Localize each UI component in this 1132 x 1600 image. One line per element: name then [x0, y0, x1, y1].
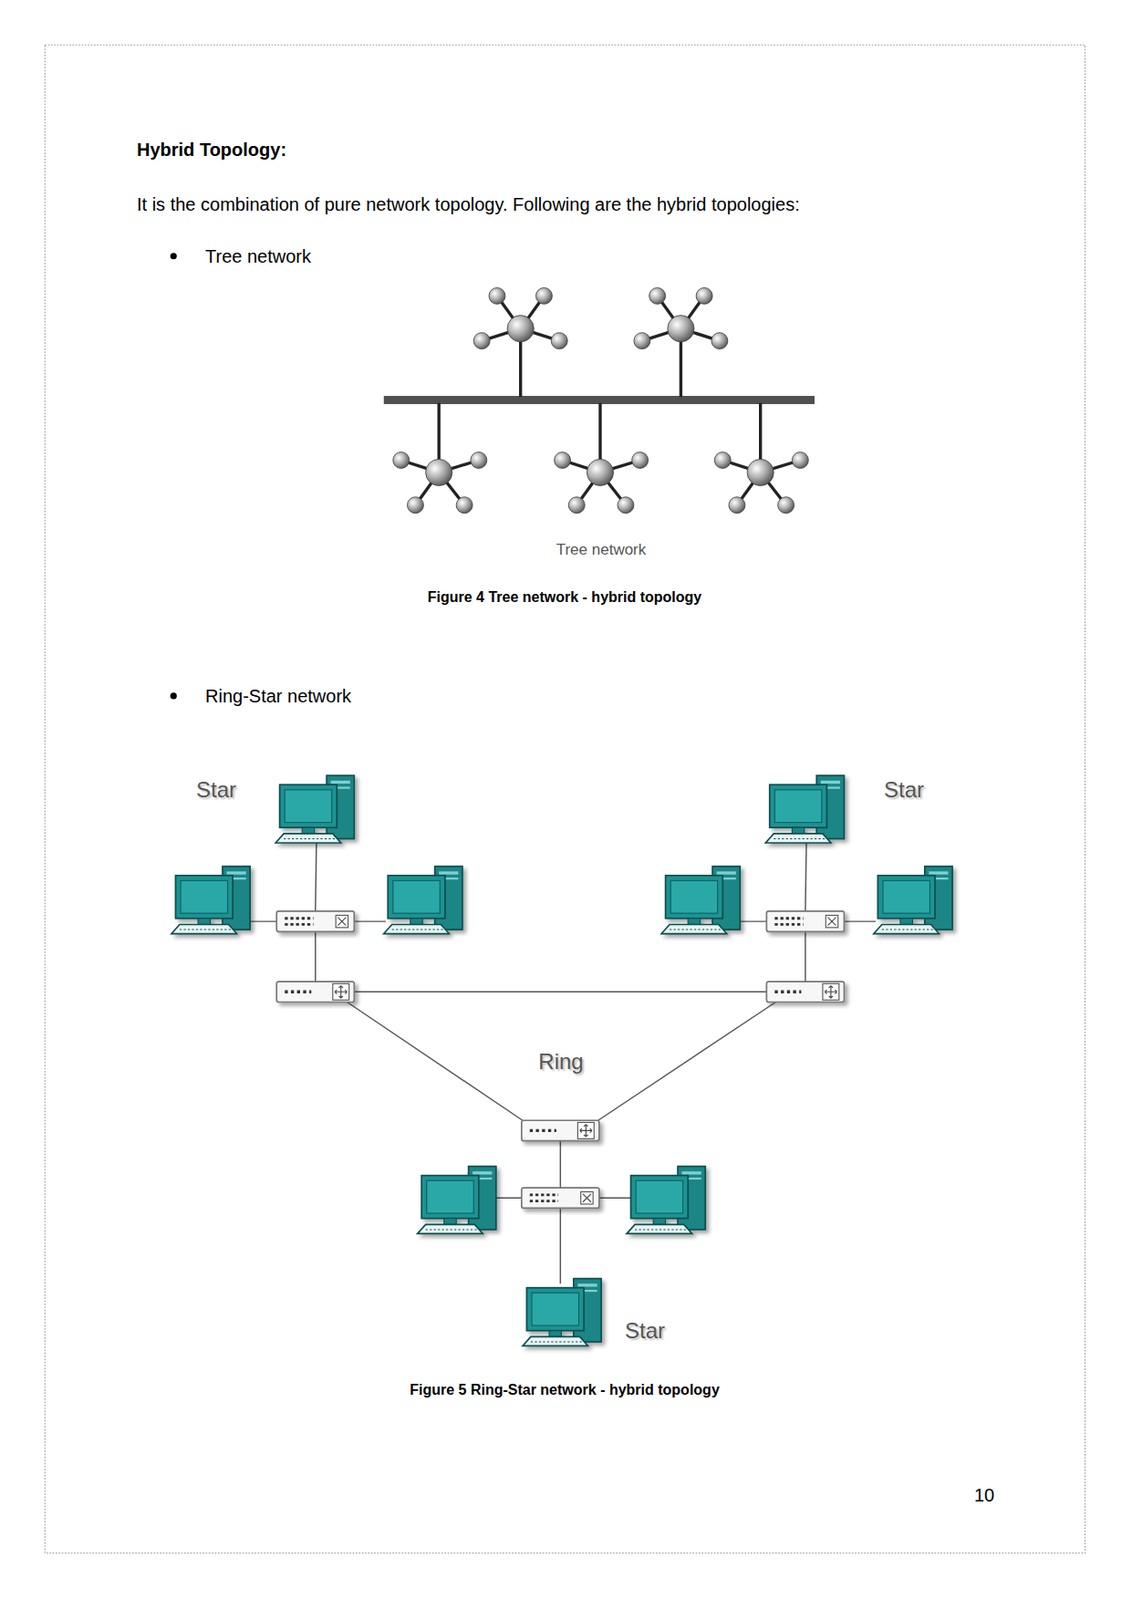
- network-node: [695, 287, 713, 304]
- group-label: Ring: [536, 1048, 585, 1076]
- network-node: [473, 332, 490, 350]
- network-node: [711, 332, 728, 350]
- group-label: Star: [882, 777, 926, 804]
- network-node: [633, 332, 651, 350]
- network-node: [791, 452, 809, 469]
- switch-icon: [521, 1187, 600, 1208]
- router-icon: [521, 1120, 600, 1141]
- bullet: [170, 692, 177, 699]
- computer-icon: [171, 866, 250, 935]
- network-node: [470, 452, 488, 469]
- figure-label: Tree network: [556, 540, 647, 560]
- page-border: [44, 44, 1085, 1553]
- body-text: It is the combination of pure network to…: [136, 193, 800, 216]
- group-label: Star: [194, 777, 239, 804]
- network-node: [406, 497, 424, 514]
- page-number: 10: [974, 1484, 995, 1506]
- network-node: [632, 452, 649, 469]
- computer-icon: [873, 866, 953, 935]
- bullet-item: Tree network: [205, 245, 312, 268]
- computer-icon: [522, 1278, 602, 1347]
- computer-icon: [384, 866, 463, 935]
- hub-node: [667, 315, 695, 343]
- hub-node: [507, 315, 534, 343]
- network-node: [778, 497, 795, 514]
- figure-caption: Figure 4 Tree network - hybrid topology: [427, 588, 702, 606]
- network-node: [649, 287, 666, 304]
- router-icon: [276, 981, 354, 1002]
- network-node: [728, 497, 746, 514]
- network-node: [554, 452, 572, 469]
- network-node: [456, 497, 473, 514]
- network-node: [568, 497, 585, 514]
- tree-network-illustration: [384, 287, 815, 513]
- computer-icon: [626, 1166, 706, 1235]
- switch-icon: [276, 911, 354, 932]
- bullet-item: Ring-Star network: [205, 685, 352, 707]
- bullet: [170, 252, 177, 260]
- network-node: [488, 287, 506, 304]
- router-icon: [766, 981, 844, 1002]
- hub-node: [747, 458, 774, 486]
- computer-icon: [275, 775, 354, 843]
- computer-icon: [661, 866, 740, 935]
- computer-icon: [765, 775, 844, 843]
- network-node: [550, 332, 568, 350]
- group-label: Star: [623, 1318, 667, 1345]
- network-node: [535, 287, 552, 304]
- switch-icon: [766, 911, 844, 932]
- computer-icon: [417, 1166, 497, 1235]
- section-heading: Hybrid Topology:: [136, 138, 287, 161]
- hub-node: [586, 458, 613, 486]
- network-node: [714, 452, 731, 469]
- network-node: [617, 497, 634, 514]
- hub-node: [425, 458, 453, 486]
- figure-caption: Figure 5 Ring-Star network - hybrid topo…: [409, 1381, 720, 1399]
- network-node: [393, 452, 410, 469]
- ring-star-illustration: [171, 775, 953, 1346]
